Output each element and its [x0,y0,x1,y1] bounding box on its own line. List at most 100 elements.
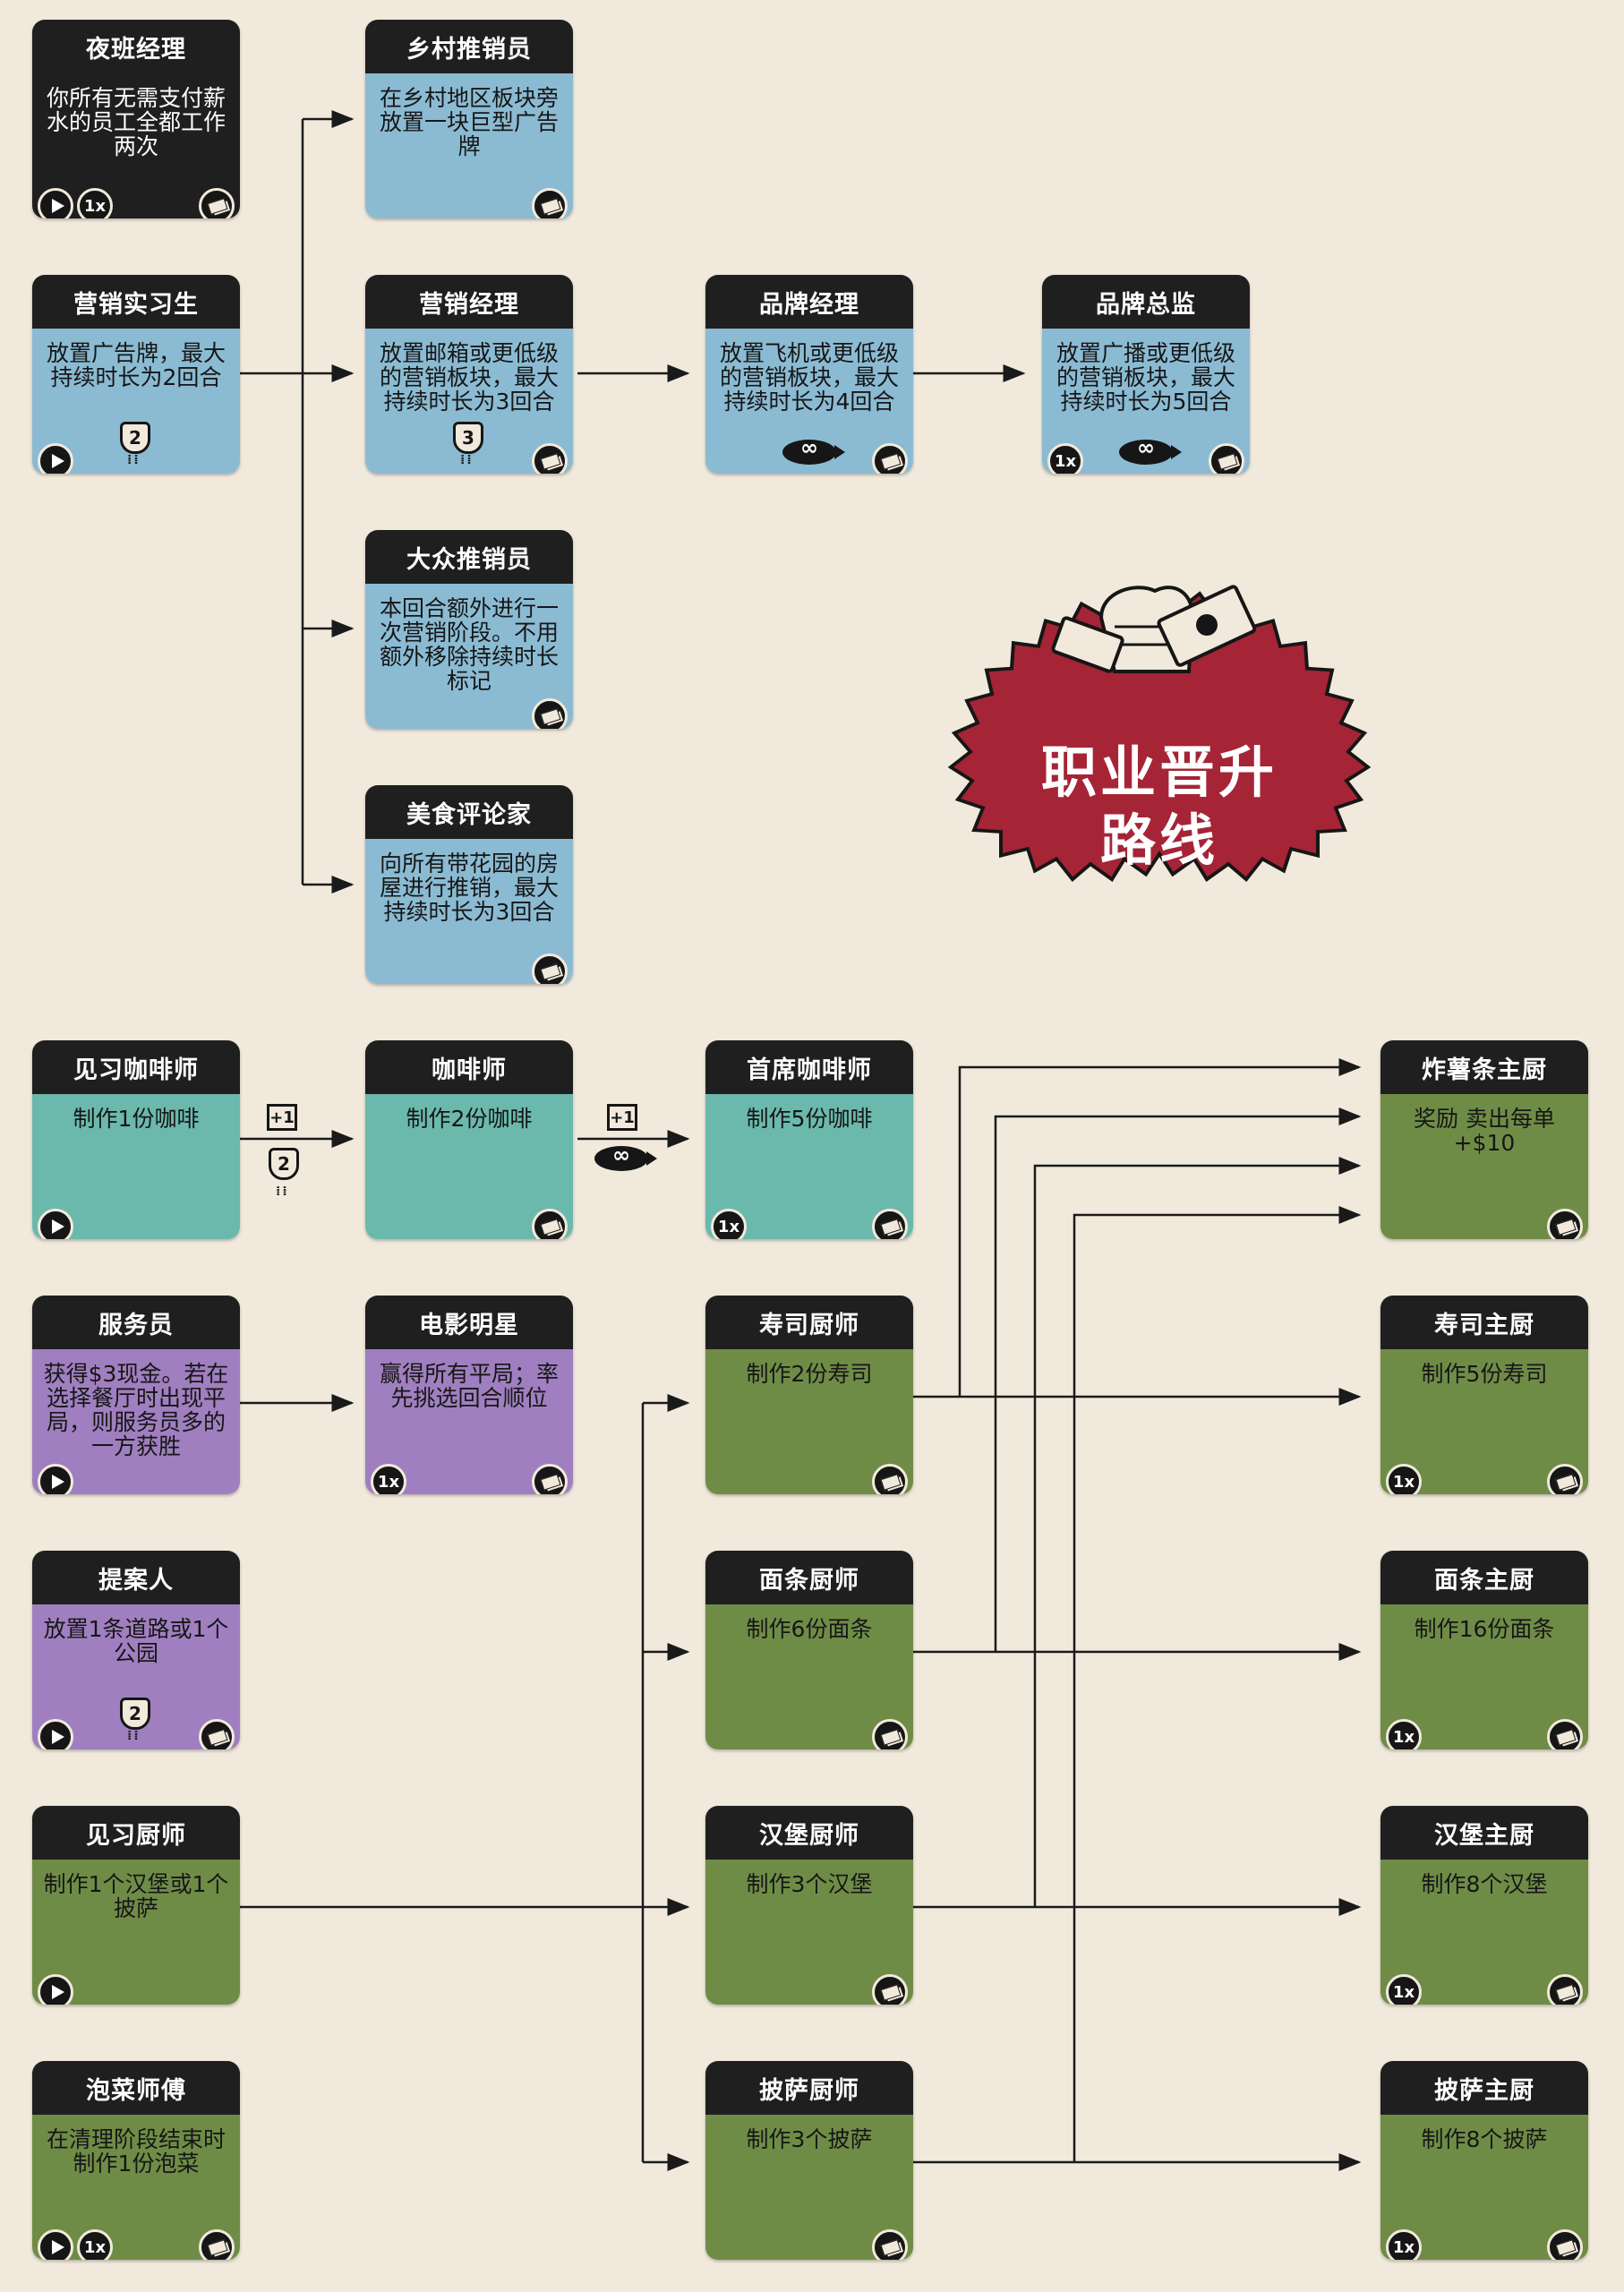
cash-icon [1209,443,1244,474]
play-icon [38,1464,73,1494]
card-text: 放置1条道路或1个公园 [43,1616,229,1666]
card-kimchi-master: 泡菜师傅 在清理阶段结束时制作1份泡菜 1x [32,2061,240,2260]
card-text: 放置飞机或更低级的营销板块，最大持续时长为4回合 [719,340,899,415]
cash-icon [872,2229,908,2260]
card-fry-chef: 炸薯条主厨 奖励 卖出每单+$10 [1380,1040,1588,1239]
once-icon: 1x [1047,443,1083,474]
once-icon: 1x [77,188,113,218]
card-title: 首席咖啡师 [705,1040,913,1094]
card-kitchen-trainee: 见习厨师 制作1个汉堡或1个披萨 [32,1806,240,2005]
cash-icon [199,2229,235,2260]
card-marketing-trainee: 营销实习生 放置广告牌，最大持续时长为2回合 2 [32,275,240,474]
card-title: 见习咖啡师 [32,1040,240,1094]
cash-icon [532,188,568,218]
card-text: 制作8个汉堡 [1421,1871,1548,1897]
card-text: 获得$3现金。若在选择餐厅时出现平局，则服务员多的一方获胜 [43,1361,229,1459]
card-title: 提案人 [32,1551,240,1604]
card-title: 美食评论家 [365,785,573,839]
card-rural-marketer: 乡村推销员 在乡村地区板块旁放置一块巨型广告牌 [365,20,573,218]
card-proposer: 提案人 放置1条道路或1个公园 2 [32,1551,240,1749]
card-head-barista: 首席咖啡师 制作5份咖啡 1x [705,1040,913,1239]
card-text: 制作1份咖啡 [73,1106,200,1132]
play-icon [38,1719,73,1749]
cash-icon [1547,2229,1583,2260]
card-text: 奖励 卖出每单+$10 [1414,1106,1555,1156]
card-text: 放置邮箱或更低级的营销板块，最大持续时长为3回合 [379,340,559,415]
card-title: 大众推销员 [365,530,573,584]
card-title: 夜班经理 [32,20,240,73]
card-mass-marketer: 大众推销员 本回合额外进行一次营销阶段。不用额外移除持续时长标记 [365,530,573,729]
once-icon: 1x [711,1209,747,1239]
card-title: 营销经理 [365,275,573,329]
once-icon: 1x [1386,1974,1422,2005]
card-text: 制作8个披萨 [1421,2126,1548,2152]
card-text: 赢得所有平局；率先挑选回合顺位 [379,1361,559,1411]
card-text: 放置广播或更低级的营销板块，最大持续时长为5回合 [1056,340,1235,415]
card-title: 品牌总监 [1042,275,1250,329]
cash-icon [532,1209,568,1239]
card-title: 寿司厨师 [705,1296,913,1349]
card-text: 在清理阶段结束时制作1份泡菜 [46,2126,226,2177]
once-icon: 1x [1386,1464,1422,1494]
cash-icon [532,698,568,729]
cash-icon [1547,1464,1583,1494]
card-title: 营销实习生 [32,275,240,329]
card-text: 制作6份面条 [746,1616,873,1642]
cash-icon [872,1464,908,1494]
card-movie-star: 电影明星 赢得所有平局；率先挑选回合顺位 1x [365,1296,573,1494]
card-burger-cook: 汉堡厨师 制作3个汉堡 [705,1806,913,2005]
once-icon: 1x [371,1464,406,1494]
road-range-icon: 2 [120,1698,150,1749]
card-title: 面条厨师 [705,1551,913,1604]
card-title: 汉堡主厨 [1380,1806,1588,1860]
cash-icon [532,443,568,474]
plus-one-icon: +1 [607,1104,637,1131]
card-text: 制作3个汉堡 [746,1871,873,1897]
card-title: 寿司主厨 [1380,1296,1588,1349]
card-title: 披萨主厨 [1380,2061,1588,2115]
card-title: 见习厨师 [32,1806,240,1860]
card-title: 披萨厨师 [705,2061,913,2115]
cash-icon [1547,1209,1583,1239]
card-noodle-chef: 面条主厨 制作16份面条 1x [1380,1551,1588,1749]
road-range-icon: 2 [120,422,150,473]
card-text: 制作1个汉堡或1个披萨 [43,1871,229,1921]
card-text: 制作5份寿司 [1421,1361,1548,1387]
cash-icon [1547,1974,1583,2005]
card-noodle-cook: 面条厨师 制作6份面条 [705,1551,913,1749]
card-title: 乡村推销员 [365,20,573,73]
once-icon: 1x [1386,2229,1422,2260]
card-food-critic: 美食评论家 向所有带花园的房屋进行推销，最大持续时长为3回合 [365,785,573,984]
blimp-icon [782,436,845,465]
card-title: 面条主厨 [1380,1551,1588,1604]
card-title: 汉堡厨师 [705,1806,913,1860]
card-text: 制作3个披萨 [746,2126,873,2152]
cash-icon [1547,1719,1583,1749]
card-title: 品牌经理 [705,275,913,329]
blimp-icon [1119,436,1182,465]
card-night-manager: 夜班经理 你所有无需支付薪水的员工全都工作两次 1x [32,20,240,218]
blimp-icon [594,1142,657,1171]
career-path-badge [947,585,1372,883]
play-icon [38,1209,73,1239]
card-text: 制作2份寿司 [746,1361,873,1387]
card-text: 制作16份面条 [1414,1616,1555,1642]
play-icon [38,2229,73,2260]
card-text: 向所有带花园的房屋进行推销，最大持续时长为3回合 [379,851,559,925]
cash-icon [532,954,568,984]
card-text: 本回合额外进行一次营销阶段。不用额外移除持续时长标记 [379,595,559,694]
card-text: 制作5份咖啡 [746,1106,873,1132]
card-title: 炸薯条主厨 [1380,1040,1588,1094]
card-text: 在乡村地区板块旁放置一块巨型广告牌 [379,85,559,159]
once-icon: 1x [1386,1719,1422,1749]
card-waitress: 服务员 获得$3现金。若在选择餐厅时出现平局，则服务员多的一方获胜 [32,1296,240,1494]
road-range-icon: 3 [453,422,483,473]
card-pizza-cook: 披萨厨师 制作3个披萨 [705,2061,913,2260]
plus-one-icon: +1 [267,1104,297,1131]
card-text: 制作2份咖啡 [406,1106,533,1132]
play-icon [38,443,73,474]
cash-icon [199,188,235,218]
play-icon [38,1974,73,2005]
cash-icon [199,1719,235,1749]
